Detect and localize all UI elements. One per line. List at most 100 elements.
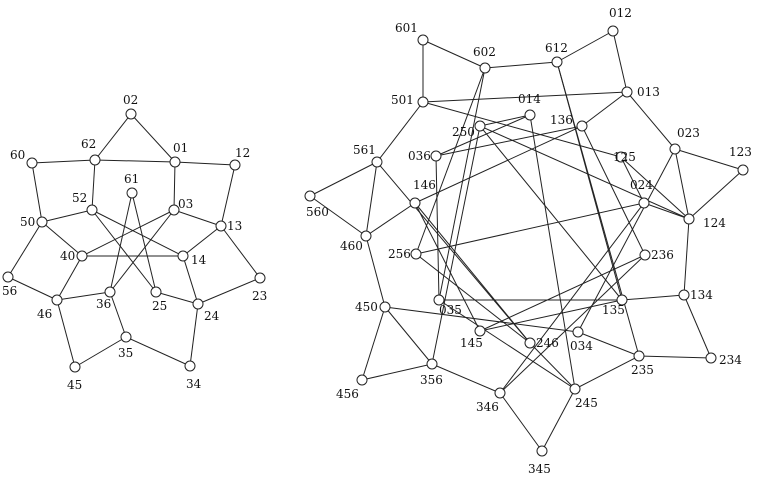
node-145 [474, 325, 486, 337]
node-label-024: 024 [630, 178, 653, 192]
node-01 [169, 156, 181, 168]
node-256 [410, 248, 422, 260]
node-35 [120, 331, 132, 343]
node-label-612: 612 [545, 41, 568, 55]
node-135 [616, 294, 628, 306]
node-013 [621, 86, 633, 98]
edge-014-036 [435, 114, 531, 157]
node-60 [26, 157, 38, 169]
edge-250-014 [479, 114, 531, 127]
edge-62-60 [31, 159, 96, 164]
node-012 [607, 25, 619, 37]
node-label-236: 236 [651, 248, 674, 262]
edge-245-345 [541, 388, 576, 452]
edge-13-14 [182, 225, 222, 257]
edge-014-245 [529, 114, 576, 390]
node-label-123: 123 [729, 145, 752, 159]
node-345 [536, 445, 548, 457]
edge-501-561 [376, 101, 424, 163]
node-560 [304, 190, 316, 202]
edge-03-13 [173, 209, 222, 227]
node-label-460: 460 [340, 239, 363, 253]
edge-13-23 [220, 225, 261, 279]
node-125 [615, 151, 627, 163]
edge-602-612 [484, 61, 558, 69]
node-label-146: 146 [413, 178, 436, 192]
edge-024-256 [415, 202, 645, 255]
node-346 [494, 387, 506, 399]
node-label-245: 245 [575, 396, 598, 410]
edge-146-145 [414, 202, 481, 332]
node-label-14: 14 [191, 253, 207, 267]
node-label-036: 036 [408, 149, 431, 163]
node-label-23: 23 [252, 289, 267, 303]
node-label-134: 134 [690, 288, 713, 302]
edge-036-035 [435, 155, 440, 301]
edge-50-40 [41, 221, 83, 257]
right-graph-nodes [304, 25, 749, 457]
node-13 [215, 220, 227, 232]
node-245 [569, 383, 581, 395]
edge-250-124 [479, 125, 690, 220]
node-label-456: 456 [336, 387, 359, 401]
node-label-45: 45 [67, 378, 82, 392]
node-label-356: 356 [420, 373, 443, 387]
node-40 [76, 250, 88, 262]
edge-256-246 [415, 253, 531, 344]
node-34 [184, 360, 196, 372]
node-035 [433, 294, 445, 306]
node-label-014: 014 [518, 92, 541, 106]
edge-012-013 [612, 30, 628, 93]
edge-136-036 [435, 125, 583, 157]
node-label-561: 561 [353, 143, 376, 157]
edge-36-35 [109, 291, 127, 338]
edge-602-035 [438, 67, 486, 301]
node-label-246: 246 [536, 336, 559, 350]
node-36 [104, 286, 116, 298]
node-label-35: 35 [118, 346, 133, 360]
edge-450-034 [384, 306, 579, 333]
edge-60-50 [31, 162, 43, 223]
edge-136-236 [581, 125, 646, 256]
edge-62-52 [91, 159, 96, 211]
node-label-60: 60 [10, 148, 25, 162]
node-612 [551, 56, 563, 68]
edge-50-56 [7, 221, 43, 278]
edge-612-012 [556, 30, 614, 63]
edge-136-146 [414, 125, 583, 204]
right-graph-edges [309, 30, 744, 452]
node-label-12: 12 [235, 146, 250, 160]
edge-236-145 [479, 254, 646, 332]
edge-013-501 [422, 91, 628, 103]
node-label-250: 250 [452, 125, 475, 139]
node-label-450: 450 [355, 300, 378, 314]
node-label-013: 013 [637, 85, 660, 99]
node-56 [2, 271, 14, 283]
node-25 [150, 286, 162, 298]
edge-346-345 [499, 392, 543, 452]
edge-02-62 [94, 113, 132, 161]
node-456 [356, 374, 368, 386]
node-label-125: 125 [613, 150, 636, 164]
edge-612-235 [556, 61, 640, 357]
node-03 [168, 204, 180, 216]
node-235 [633, 350, 645, 362]
node-014 [524, 109, 536, 121]
edge-02-01 [130, 113, 176, 163]
node-50 [36, 216, 48, 228]
edge-125-024 [620, 156, 645, 204]
left-graph-edges [7, 113, 261, 368]
edge-46-45 [56, 299, 76, 368]
node-134 [678, 289, 690, 301]
edge-03-40 [81, 209, 175, 257]
node-450 [379, 301, 391, 313]
edge-023-123 [674, 148, 744, 171]
node-label-46: 46 [37, 307, 52, 321]
node-62 [89, 154, 101, 166]
node-250 [474, 120, 486, 132]
edge-356-346 [431, 363, 501, 394]
node-label-034: 034 [570, 339, 593, 353]
